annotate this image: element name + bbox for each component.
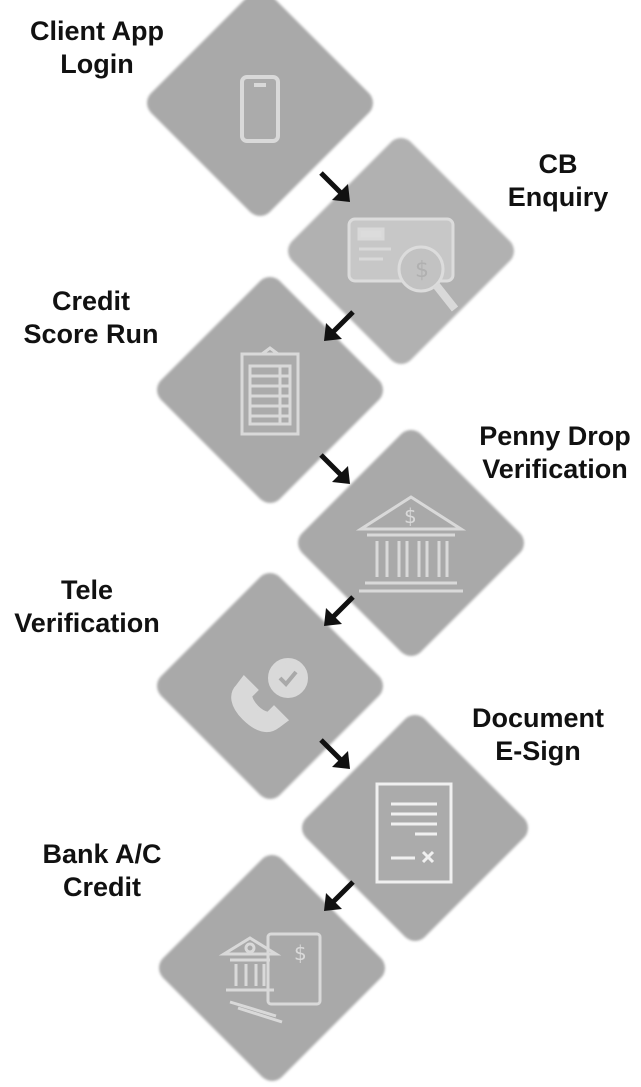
phone-check-icon bbox=[200, 616, 340, 756]
arrow-4 bbox=[318, 592, 358, 632]
smartphone-icon bbox=[190, 33, 330, 173]
label-line2: Verification bbox=[14, 608, 160, 638]
svg-text:$: $ bbox=[294, 941, 307, 965]
svg-text:$: $ bbox=[415, 258, 429, 283]
label-client-app-login: Client App Login bbox=[12, 15, 182, 81]
arrow-3 bbox=[316, 450, 356, 490]
label-bank-ac-credit: Bank A/C Credit bbox=[32, 838, 172, 904]
document-sign-icon bbox=[345, 758, 485, 898]
label-line2: Enquiry bbox=[507, 182, 609, 212]
credit-card-search-icon: $ bbox=[331, 181, 471, 321]
label-line2: Score Run bbox=[23, 319, 159, 349]
label-line2: Login bbox=[60, 49, 134, 79]
label-line1: Document bbox=[471, 703, 604, 733]
clipboard-icon bbox=[200, 320, 340, 460]
label-line2: Verification bbox=[482, 454, 628, 484]
label-line1: Tele bbox=[60, 575, 114, 605]
label-document-esign: Document E-Sign bbox=[458, 702, 618, 768]
arrow-2 bbox=[318, 307, 358, 347]
bank-cards-icon: $ bbox=[202, 898, 342, 1038]
label-tele-verification: Tele Verification bbox=[6, 574, 168, 640]
arrow-5 bbox=[316, 735, 356, 775]
arrow-1 bbox=[316, 168, 356, 208]
label-line1: Credit bbox=[51, 286, 130, 316]
label-cb-enquiry: CB Enquiry bbox=[488, 148, 628, 214]
label-penny-drop-verification: Penny Drop Verification bbox=[470, 420, 640, 486]
label-line1: Bank A/C bbox=[42, 839, 162, 869]
arrow-6 bbox=[318, 877, 358, 917]
svg-text:$: $ bbox=[404, 504, 417, 528]
label-line1: Penny Drop bbox=[479, 421, 631, 451]
label-line2: Credit bbox=[62, 872, 141, 902]
label-line2: E-Sign bbox=[495, 736, 581, 766]
label-line1: CB bbox=[538, 149, 578, 179]
label-credit-score-run: Credit Score Run bbox=[10, 285, 172, 351]
label-line1: Client App bbox=[30, 16, 164, 46]
bank-icon: $ bbox=[341, 473, 481, 613]
